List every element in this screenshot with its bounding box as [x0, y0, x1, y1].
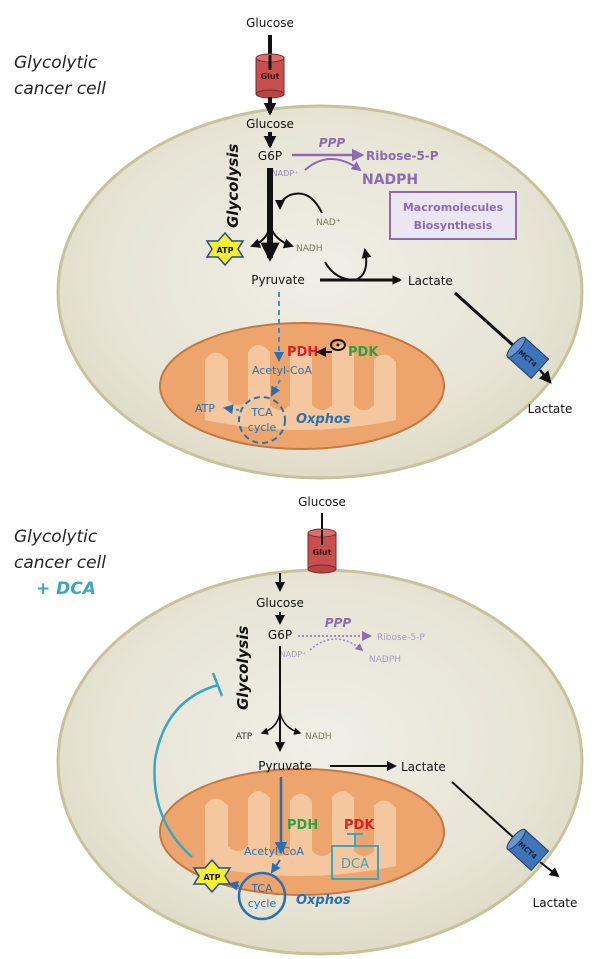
nadp-label: NADP⁺ [280, 650, 307, 659]
atp-cytosol-label: ATP [236, 732, 253, 742]
nadh-to-nad-arrow [324, 248, 372, 282]
dca-label: DCA [341, 857, 369, 872]
lactate-inside-label: Lactate [401, 760, 446, 774]
nadph-label: NADPH [369, 655, 401, 665]
glucose-inside-label: Glucose [246, 117, 294, 131]
atp-production-arrow [228, 880, 240, 891]
tca-label-line2: cycle [248, 421, 277, 434]
lactate-outside-label: Lactate [533, 896, 578, 910]
macromolecules-label: Macromolecules [403, 201, 504, 214]
panel-title-line2: cancer cell [14, 553, 106, 573]
nadph-label: NADPH [362, 172, 418, 188]
pdk-label: PDK [348, 345, 379, 360]
pyruvate-label: Pyruvate [251, 273, 304, 287]
tca-label-line1: TCA [250, 882, 273, 895]
macromolecules-biosynthesis-box: Macromolecules Biosynthesis [389, 191, 517, 240]
mitochondrion [159, 322, 445, 450]
nadp-conversion-dotted-arrow [309, 638, 364, 651]
panel-title-line1: Glycolytic [14, 527, 98, 547]
panel-glycolytic-cell: Glycolytic cancer cell Glucose Glut Gluc… [14, 16, 584, 480]
oxphos-label: Oxphos [296, 412, 351, 427]
nadh-label: NADH [296, 244, 323, 254]
lactate-inside-label: Lactate [408, 274, 453, 288]
atp-branch-arrow [250, 224, 271, 248]
phosphate-icon [330, 339, 346, 351]
panel-glycolytic-cell-dca: Glycolytic cancer cell + DCA Glucose Glu… [14, 495, 584, 956]
glycolysis-label: Glycolysis [224, 144, 242, 228]
acetyl-coa-arrow [270, 859, 281, 874]
nad-label: NAD⁺ [316, 218, 341, 228]
atp-star-cytosol: ATP [205, 231, 245, 267]
nadp-label: NADP⁺ [272, 169, 299, 178]
lactate-outside-label: Lactate [528, 402, 573, 416]
acetyl-coa-dashed-arrow [271, 379, 281, 397]
tca-label-line1: TCA [250, 406, 273, 419]
nadp-conversion-arrow [304, 158, 362, 172]
atp-mito-label: ATP [195, 402, 215, 415]
acetyl-coa-label: Acetyl-CoA [244, 845, 304, 858]
pdh-label: PDH [287, 345, 318, 360]
glut-transporter: Glut [307, 528, 337, 574]
atp-branch-arrow [260, 711, 281, 735]
glycolysis-label: Glycolysis [234, 626, 252, 710]
atp-cytosol-label: ATP [217, 246, 234, 255]
ppp-label: PPP [325, 616, 352, 630]
acetyl-coa-label: Acetyl-CoA [252, 364, 312, 377]
tca-cycle-dashed [238, 396, 286, 444]
g6p-label: G6P [268, 628, 292, 642]
atp-star-mito: ATP [192, 858, 232, 894]
mitochondrion [159, 768, 445, 896]
nadh-branch-arrow [269, 224, 294, 249]
g6p-label: G6P [258, 149, 282, 163]
glucose-outside-label: Glucose [298, 495, 346, 509]
pyruvate-label: Pyruvate [258, 759, 311, 773]
tca-label-line2: cycle [248, 897, 277, 910]
glycolysis-inhibition-bar [211, 672, 224, 697]
ppp-label: PPP [319, 136, 346, 150]
dca-box: DCA [331, 845, 379, 880]
mct4-transporter: MCT4 [506, 828, 550, 872]
lactate-efflux-arrow [538, 369, 552, 384]
mitochondrial-cristae [205, 791, 396, 876]
oxphos-label: Oxphos [296, 893, 351, 908]
nadh-label: NADH [305, 732, 332, 742]
nad-recycle-arrow [275, 192, 323, 214]
panel-title-dca: + DCA [36, 579, 96, 599]
pdk-label: PDK [344, 818, 375, 833]
glut-label: Glut [313, 548, 332, 557]
glut-transporter: Glut [255, 53, 285, 99]
glucose-outside-label: Glucose [246, 16, 294, 30]
atp-production-dashed-arrow [223, 404, 240, 415]
atp-feedback-inhibition-arc [153, 683, 219, 858]
panel-title-line2: cancer cell [14, 79, 106, 99]
biosynthesis-label: Biosynthesis [414, 219, 493, 232]
ribose-5-p-label: Ribose-5-P [366, 149, 439, 163]
mct4-transporter: MCT4 [506, 336, 550, 380]
panel-title-line1: Glycolytic [14, 53, 98, 73]
atp-mito-label: ATP [204, 873, 221, 882]
glucose-inside-label: Glucose [256, 596, 304, 610]
lactate-efflux-arrow [539, 861, 560, 878]
tca-cycle [237, 871, 287, 921]
nadh-branch-arrow [279, 711, 302, 735]
mitochondrial-cristae [205, 345, 396, 430]
ribose-5-p-label: Ribose-5-P [377, 633, 425, 643]
pdh-label: PDH [287, 818, 318, 833]
glut-label: Glut [261, 72, 280, 81]
